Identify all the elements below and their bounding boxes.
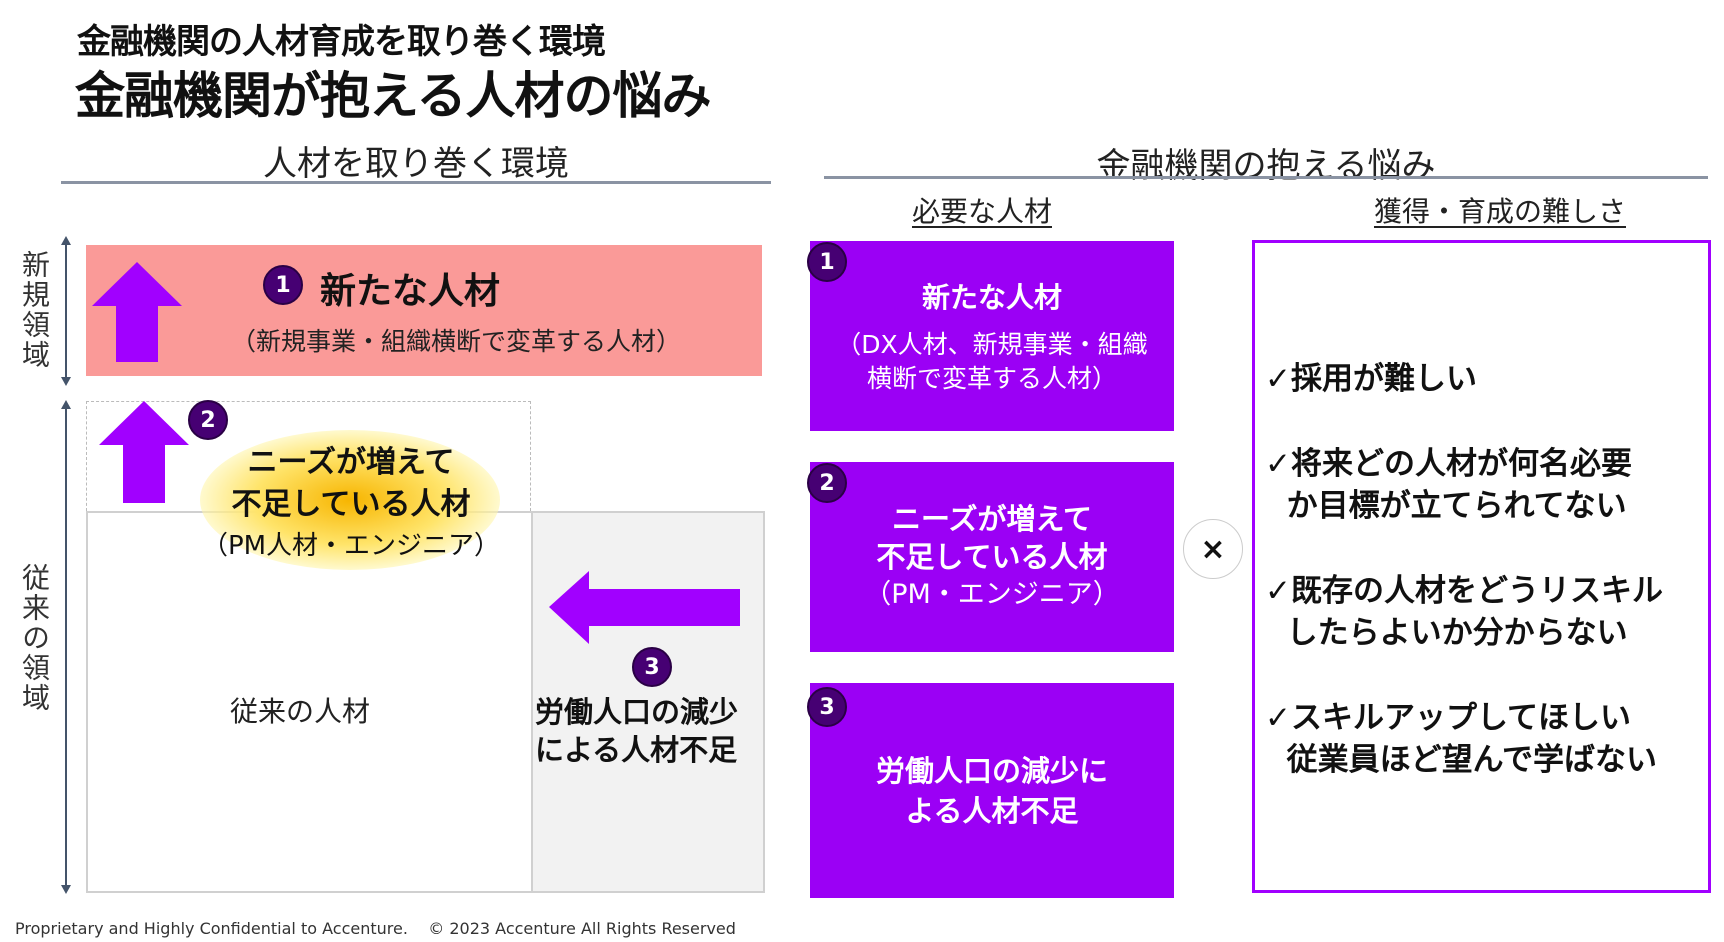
box1-desc1: （DX人材、新規事業・組織 [836,330,1148,359]
up-arrow-icon [92,262,182,362]
box3-line1: 労働人口の減少に [875,753,1108,788]
new-talent-band [86,245,762,376]
slide-title: 金融機関が抱える人材の悩み [75,67,711,125]
box2-line1: ニーズが増えて [891,502,1093,536]
footer-copyright: Proprietary and Highly Confidential to A… [15,919,736,938]
shortage-line2: 不足している人材 [231,487,471,522]
number-badge-1: 1 [263,265,303,305]
box1-desc2: 横断で変革する人材） [866,364,1117,393]
needed-talent-box-1: 新たな人材 （DX人材、新規事業・組織 横断で変革する人材） [810,241,1174,431]
needed-talent-box-3: 労働人口の減少に よる人材不足 [810,683,1174,898]
labor-shortage-line2: による人材不足 [535,733,738,767]
box1-title: 新たな人材 [921,281,1062,314]
difficulty-heading: 獲得・育成の難しさ [1373,195,1626,228]
difficulty-item: ✓将来どの人材が何名必要 か目標が立てられてない [1265,446,1632,524]
box2-desc: （PM・エンジニア） [864,579,1120,610]
number-badge-2: 2 [807,463,847,503]
difficulty-item: ✓スキルアップしてほしい 従業員ほど望んで学ばない [1265,700,1658,778]
number-badge-2: 2 [188,400,228,440]
axis-label-new-domain: 新規領域 [18,250,51,370]
slide-subtitle: 金融機関の人材育成を取り巻く環境 [77,22,606,62]
right-heading-divider [824,176,1708,179]
vertical-axis-arrows [61,236,71,894]
labor-shortage-line1: 労働人口の減少 [535,695,739,729]
number-badge-1: 1 [807,242,847,282]
shortage-zone-dashed [86,401,531,511]
difficulty-box [1252,240,1711,893]
left-heading-divider [61,181,771,184]
shortage-desc: （PM人材・エンジニア） [201,531,501,561]
number-badge-3: 3 [807,687,847,727]
right-section-heading: 金融機関の抱える悩み [1096,146,1436,186]
box3-line2: よる人材不足 [905,793,1079,828]
difficulty-item: ✓採用が難しい [1265,361,1477,397]
new-talent-title: 新たな人材 [320,271,501,312]
multiply-icon: × [1183,519,1243,579]
left-arrow-icon [549,571,740,644]
number-badge-3: 3 [632,647,672,687]
left-section-heading: 人材を取り巻く環境 [263,144,569,184]
difficulty-item: ✓既存の人材をどうリスキル したらよいか分からない [1265,573,1663,651]
needed-talent-box-2: ニーズが増えて 不足している人材 （PM・エンジニア） [810,462,1174,652]
up-arrow-icon [99,401,189,503]
shortage-line1: ニーズが増えて [247,445,455,480]
highlight-glow [200,430,500,570]
labor-shortage-zone [531,511,765,893]
new-talent-desc: （新規事業・組織横断で変革する人材） [230,327,681,356]
needed-talent-heading: 必要な人材 [911,195,1052,228]
traditional-talent-label: 従来の人材 [229,695,370,728]
axis-label-traditional-domain: 従来の領域 [18,563,51,713]
box2-line2: 不足している人材 [876,540,1108,574]
